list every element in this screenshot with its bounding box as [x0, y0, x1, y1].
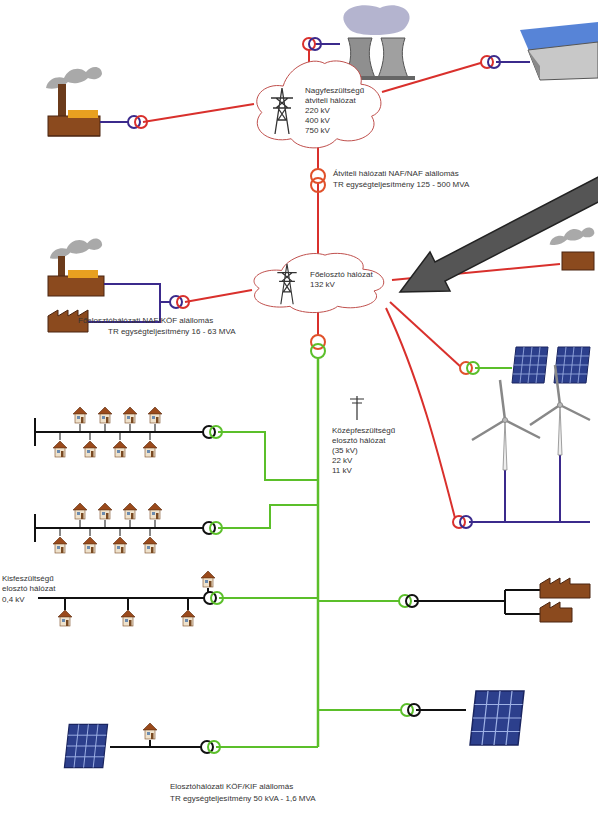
annotation-text: TR egységteljesítmény 16 - 63 MVA [108, 327, 235, 337]
transformer-symbol [170, 296, 189, 308]
pole-icon [350, 396, 364, 420]
wind-turbines [472, 365, 590, 470]
consumer-houses [58, 571, 215, 626]
solar-panels [512, 347, 590, 383]
annotation-text: elosztó hálózat [2, 584, 55, 594]
transformer-symbol [399, 595, 418, 607]
cloud-text: Nagyfeszültségű átviteli hálózat220 kV40… [305, 86, 379, 136]
network-cloud: Főelosztó hálózat132 kV [248, 250, 388, 314]
solar-panel [470, 691, 524, 745]
network-cloud: Nagyfeszültségű átviteli hálózat220 kV40… [251, 56, 385, 150]
house [143, 723, 157, 739]
transformer-symbol [204, 592, 223, 604]
annotation-text: Elosztóhálózati KÖF/KIF alállomás [170, 782, 293, 792]
solar-panel [64, 724, 107, 767]
network-name: Főelosztó hálózat [310, 270, 382, 280]
voltage-level: 750 kV [305, 126, 379, 136]
network-name: Nagyfeszültségű átviteli hálózat [305, 86, 379, 106]
transformer-symbol [203, 426, 222, 534]
voltage-level: 220 kV [305, 106, 379, 116]
annotation-text: 0,4 kV [2, 595, 25, 605]
factory [540, 578, 590, 622]
power-plant-factory [46, 67, 102, 136]
pylon-icon [272, 262, 302, 306]
annotation-text: elosztó hálózat [332, 436, 385, 446]
hydro-plant [520, 22, 598, 80]
annotation-text: Kisfeszültségű [2, 574, 54, 584]
transmission-line [317, 147, 319, 254]
annotation-text: TR egységteljesítmény 125 - 500 MVA [333, 180, 469, 190]
transformer-symbol [201, 741, 220, 753]
voltage-level: 400 kV [305, 116, 379, 126]
transformer-symbol [481, 56, 500, 68]
pointer-arrow [400, 176, 598, 292]
transformer-symbol [128, 116, 147, 128]
transformer-symbol [401, 704, 420, 716]
transformer-symbol [453, 516, 472, 528]
pylon-icon [265, 86, 299, 136]
voltage-level: 132 kV [310, 280, 382, 290]
annotation-text: Átviteli hálózati NAF/NAF alállomás [333, 169, 459, 179]
annotation-text: Középfeszültségű [332, 426, 395, 436]
annotation-text: 22 kV [332, 456, 352, 466]
consumer-houses [53, 407, 162, 553]
annotation-text: TR egységteljesítmény 50 kVA - 1,6 MVA [170, 794, 316, 804]
transformer-symbol [311, 169, 325, 192]
transformer-symbol [460, 362, 479, 374]
transformer-symbol [311, 335, 325, 358]
annotation-text: 11 kV [332, 466, 352, 476]
transformer-symbol [303, 38, 321, 50]
annotation-text: (35 kV) [332, 446, 358, 456]
cloud-text: Főelosztó hálózat132 kV [310, 270, 382, 290]
annotation-text: Főelosztóhálózati NAF/KÖF alállomás [78, 316, 213, 326]
